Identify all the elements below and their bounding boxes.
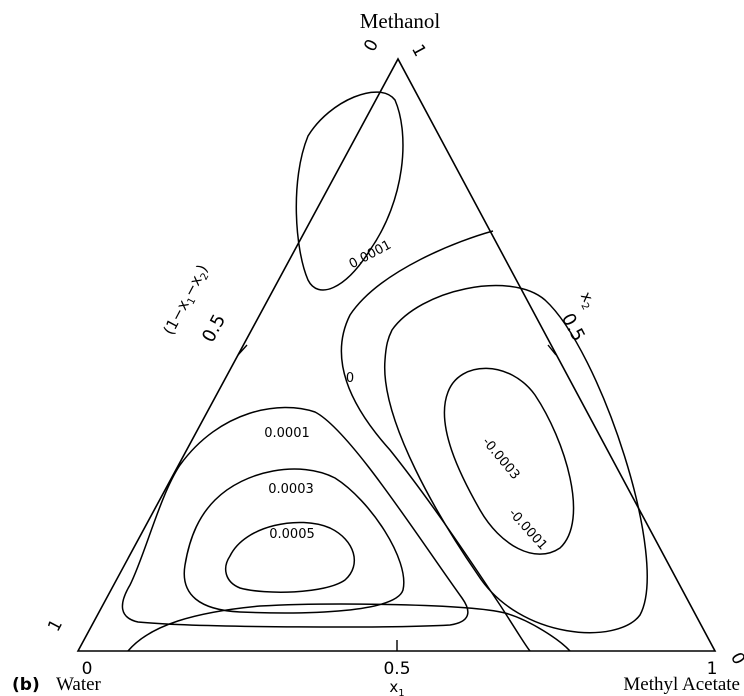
contour-zero xyxy=(340,230,531,652)
contour-label-lower-0.0001: 0.0001 xyxy=(264,426,310,441)
bottom-tick-label-0.5: 0.5 xyxy=(383,659,410,679)
left-tick-label-1: 1 xyxy=(44,616,67,635)
contour-bottom-bubble xyxy=(127,603,571,652)
left-tick-label-0: 0 xyxy=(360,36,383,55)
contour-lower-inner-0.0005 xyxy=(224,521,355,593)
contour-label-lower-0.0003: 0.0003 xyxy=(268,482,314,497)
contour-right-inner-neg0.0003 xyxy=(443,367,575,555)
panel-label: (b) xyxy=(12,675,40,695)
contour-label-right-neg0.0003: -0.0003 xyxy=(479,435,523,483)
contour-upper-0.0001 xyxy=(295,91,404,291)
right-tick-label-1: 1 xyxy=(407,41,430,60)
right-tick-label-0.5: 0.5 xyxy=(557,310,589,345)
right-tick-midpoint xyxy=(547,344,557,356)
vertex-label-water: Water xyxy=(56,674,102,695)
bottom-tick-label-1: 1 xyxy=(707,659,718,679)
bottom-tick-label-0: 0 xyxy=(82,659,93,679)
contour-label-lower-0.0005: 0.0005 xyxy=(269,527,315,542)
left-tick-midpoint xyxy=(237,344,248,356)
right-axis-label: x2 xyxy=(574,289,600,312)
contour-lower-outer-0.0001 xyxy=(121,406,469,628)
contour-label-right-neg0.0001: -0.0001 xyxy=(505,506,550,553)
contour-label-upper-0.0001: 0.0001 xyxy=(347,238,394,273)
vertex-label-methanol: Methanol xyxy=(360,9,441,33)
triangle-frame xyxy=(76,57,717,652)
right-tick-label-0: 0 xyxy=(726,649,744,668)
left-tick-label-0.5: 0.5 xyxy=(198,311,230,346)
contour-label-zero: 0 xyxy=(346,371,354,386)
contour-right-outer-neg0.0001 xyxy=(384,284,648,634)
vertex-label-methyl-acetate: Methyl Acetate xyxy=(623,674,740,695)
bottom-axis-label: x1 xyxy=(389,678,404,696)
